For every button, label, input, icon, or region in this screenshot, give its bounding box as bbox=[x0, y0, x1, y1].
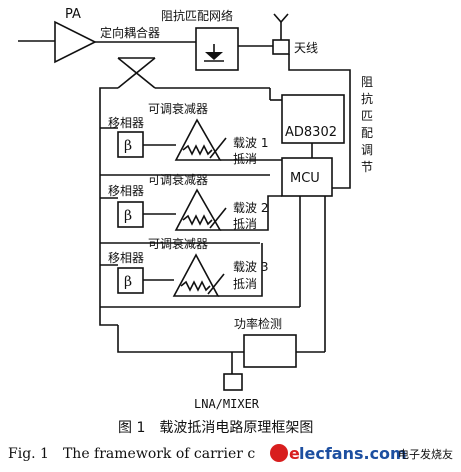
caption-en: Fig. 1 The framework of carrier c bbox=[8, 446, 255, 462]
power-detect-box bbox=[243, 334, 297, 368]
watermark-domain: lecfans.com bbox=[299, 444, 407, 463]
match-ctrl-char-1: 阻 bbox=[361, 75, 373, 89]
attenuator-2-arrow bbox=[209, 207, 227, 229]
antenna-box bbox=[272, 39, 290, 55]
beta-2: β bbox=[124, 208, 132, 224]
branch3-out bbox=[218, 243, 263, 297]
match-ctrl-line bbox=[288, 54, 351, 189]
attenuator-3-resistor-icon bbox=[180, 280, 211, 292]
coupler-label: 定向耦合器 bbox=[100, 25, 160, 40]
attenuator-2 bbox=[174, 188, 222, 231]
attenuator-1-resistor-icon bbox=[182, 144, 213, 156]
antenna-icon bbox=[273, 13, 289, 24]
phase-shifter-1-label: 移相器 bbox=[108, 116, 144, 130]
match-ctrl-char-5: 调 bbox=[361, 143, 373, 157]
watermark-cn: 电子发烧友 bbox=[398, 447, 453, 461]
attenuator-3-arrow bbox=[207, 273, 225, 295]
left-bus bbox=[99, 87, 118, 326]
watermark-logo-icon bbox=[270, 444, 288, 462]
coupler-cross-b bbox=[117, 57, 156, 89]
phase-shifter-3-label: 移相器 bbox=[108, 251, 144, 265]
caption-cn: 图 1 载波抵消电路原理框架图 bbox=[118, 420, 313, 436]
phase-shifter-2-label: 移相器 bbox=[108, 184, 144, 198]
carrier2-line2: 抵消 bbox=[233, 217, 257, 231]
diode-icon bbox=[205, 52, 223, 60]
match-ctrl-char-6: 节 bbox=[361, 160, 373, 174]
match-ctrl-char-3: 匹 bbox=[361, 109, 373, 123]
attenuator-2-resistor-icon bbox=[182, 214, 213, 226]
beta-3: β bbox=[124, 274, 132, 290]
attenuator-3 bbox=[172, 253, 220, 297]
carrier3-line1: 载波 3 bbox=[233, 260, 268, 274]
match-ctrl-char-4: 配 bbox=[361, 126, 373, 140]
carrier3-line2: 抵消 bbox=[233, 277, 257, 291]
matching-network-box bbox=[195, 27, 239, 71]
matching-network-label: 阻抗匹配网络 bbox=[161, 8, 233, 23]
watermark: e lecfans.com 电子发烧友 bbox=[270, 444, 453, 463]
phase-shifter-2 bbox=[117, 201, 144, 228]
carrier1-line2: 抵消 bbox=[233, 152, 257, 166]
pa-label: PA bbox=[65, 7, 81, 22]
lna-label: LNA/MIXER bbox=[194, 397, 260, 411]
phase-shifter-1 bbox=[117, 131, 144, 158]
power-detect-in bbox=[117, 325, 244, 353]
beta-1: β bbox=[124, 138, 132, 154]
attenuator-2-label: 可调衰减器 bbox=[148, 172, 208, 187]
watermark-e: e bbox=[289, 444, 300, 463]
power-detect-label: 功率检测 bbox=[234, 316, 282, 331]
carrier1-line1: 载波 1 bbox=[233, 136, 268, 150]
attenuator-3-label: 可调衰减器 bbox=[148, 236, 208, 251]
attenuator-1 bbox=[174, 118, 222, 161]
attenuator-1-arrow bbox=[209, 137, 227, 159]
pa-amplifier bbox=[54, 20, 97, 64]
ad8302-label: AD8302 bbox=[285, 125, 337, 140]
mcu-label: MCU bbox=[290, 171, 320, 186]
match-ctrl-char-2: 抗 bbox=[361, 91, 373, 106]
lna-box bbox=[223, 373, 243, 391]
carrier2-line1: 载波 2 bbox=[233, 201, 268, 215]
branch2-out bbox=[220, 195, 282, 231]
attenuator-1-label: 可调衰减器 bbox=[148, 101, 208, 116]
ad8302-box bbox=[281, 94, 345, 144]
mcu-box bbox=[281, 157, 333, 197]
antenna-label: 天线 bbox=[294, 41, 318, 55]
